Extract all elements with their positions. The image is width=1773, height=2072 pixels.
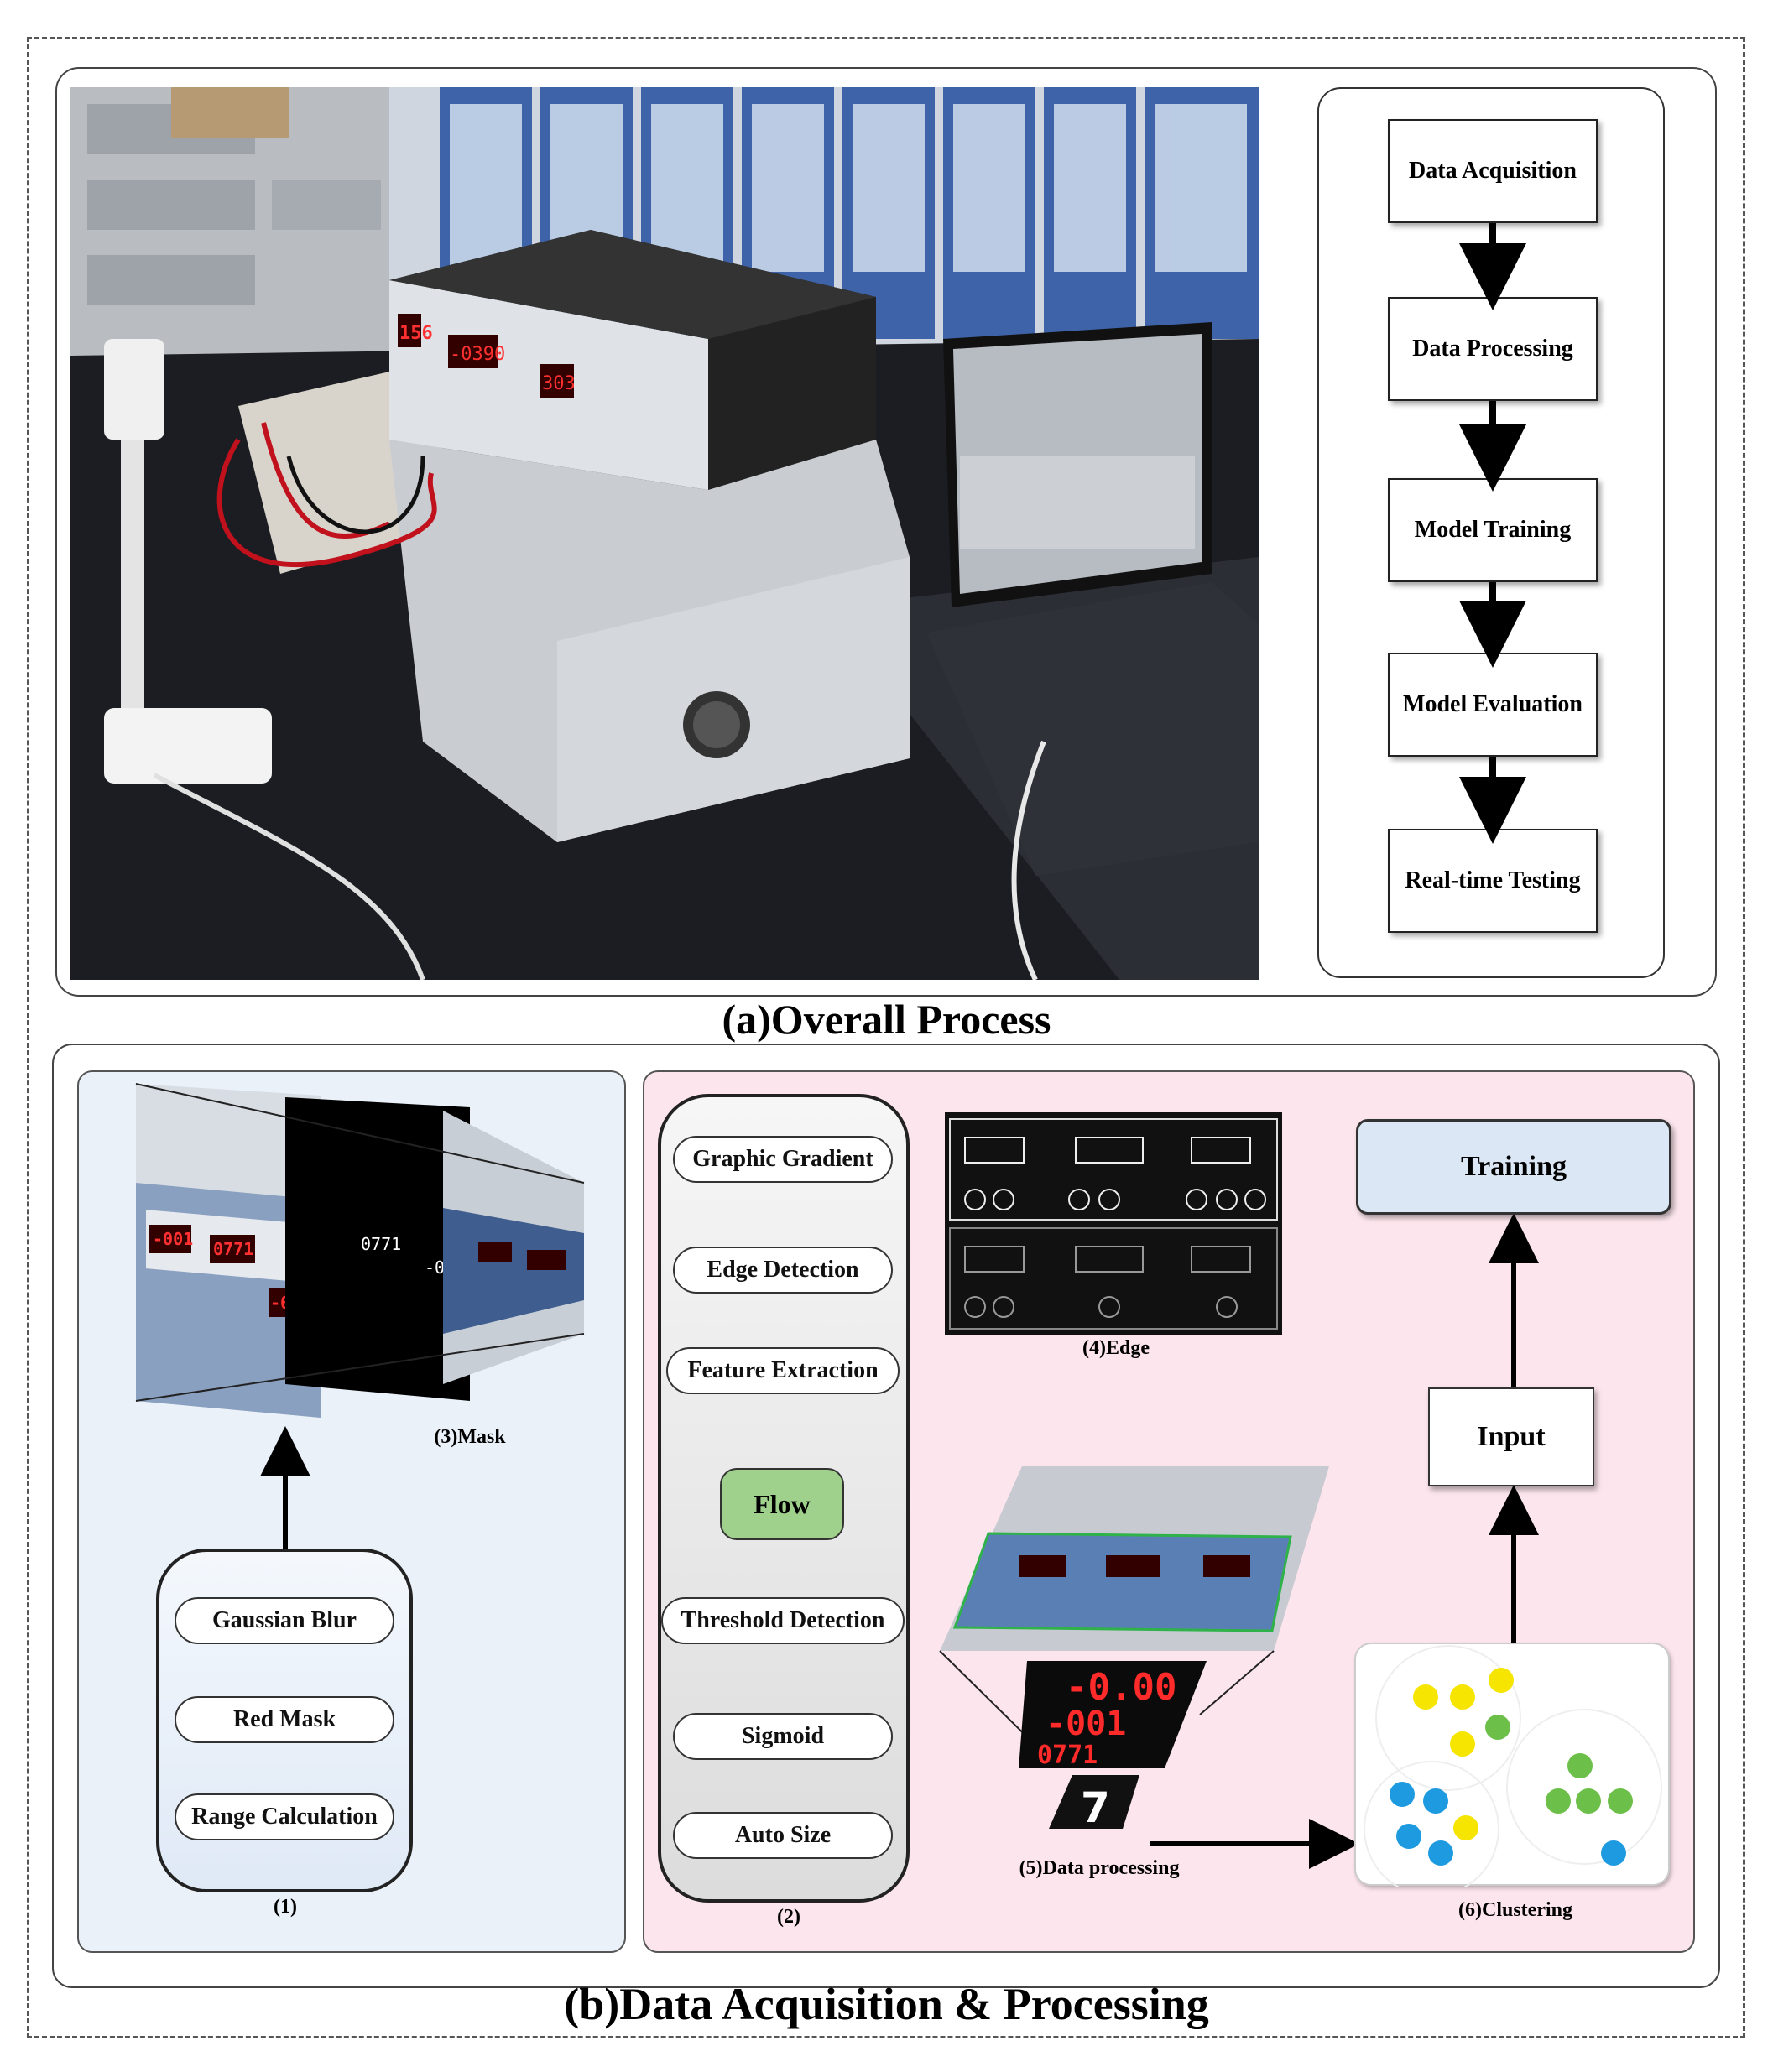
step-edge-detection: Edge Detection: [673, 1247, 893, 1294]
caption-data-acquisition: (b)Data Acquisition & Processing: [564, 1979, 1209, 2029]
cluster-point: [1489, 1668, 1514, 1693]
single-digit: 7: [1081, 1783, 1110, 1832]
step-sigmoid: Sigmoid: [673, 1713, 893, 1760]
cluster-point: [1485, 1715, 1510, 1740]
caption-clustering: (6)Clustering: [1458, 1899, 1572, 1921]
edge-image: [945, 1112, 1282, 1335]
step-model-evaluation: Model Evaluation: [1388, 653, 1598, 757]
caption-edge: (4)Edge: [1082, 1337, 1150, 1359]
step-threshold-detection: Threshold Detection: [661, 1597, 905, 1644]
svg-text:0771: 0771: [361, 1234, 401, 1254]
step-real-time-testing: Real-time Testing: [1388, 829, 1598, 933]
digit-row-3: 0771: [1037, 1741, 1098, 1770]
digit-row-2: -001: [1046, 1705, 1126, 1743]
cluster-point: [1450, 1731, 1475, 1757]
photo-reading-2: -0390: [450, 344, 505, 365]
cluster-point: [1453, 1815, 1478, 1840]
data-processing-illustration: -0.00 -001 0771 7: [939, 1466, 1329, 1832]
caption-mask: (3)Mask: [434, 1426, 506, 1448]
training-node: Training: [1356, 1119, 1671, 1215]
step-model-training: Model Training: [1388, 478, 1598, 582]
lab-setup-photo: 156 -0390 303: [70, 87, 1259, 980]
caption-data-processing: (5)Data processing: [1019, 1857, 1180, 1879]
cluster-point: [1546, 1788, 1571, 1814]
mask-stack-illustration: -001 0771 -000 0771 -000: [135, 1083, 585, 1418]
cluster-point: [1576, 1788, 1601, 1814]
cluster-point: [1390, 1782, 1415, 1807]
digit-row-1: -0.00: [1066, 1666, 1176, 1709]
cluster-point: [1423, 1788, 1448, 1814]
caption-part1: (1): [274, 1896, 297, 1918]
step-range-calculation: Range Calculation: [175, 1793, 394, 1840]
step-auto-size: Auto Size: [673, 1812, 893, 1859]
cluster-point: [1601, 1840, 1626, 1866]
clustering-plot: [1354, 1643, 1670, 1887]
mask-reading-2: 0771: [213, 1239, 253, 1259]
caption-part2: (2): [777, 1906, 800, 1928]
photo-reading-3: 303: [542, 373, 576, 394]
cluster-point: [1396, 1824, 1421, 1849]
flow-node: Flow: [720, 1468, 844, 1540]
step-data-acquisition: Data Acquisition: [1388, 119, 1598, 223]
step-gaussian-blur: Gaussian Blur: [175, 1597, 394, 1644]
caption-overall-process: (a)Overall Process: [722, 996, 1051, 1043]
step-feature-extraction: Feature Extraction: [666, 1347, 900, 1394]
outer-dashed-frame: [27, 37, 1745, 2038]
cluster-point: [1413, 1684, 1438, 1710]
step-graphic-gradient: Graphic Gradient: [673, 1136, 893, 1183]
mask-reading-1: -001: [153, 1229, 193, 1249]
cluster-point: [1608, 1788, 1633, 1814]
input-node: Input: [1428, 1387, 1594, 1486]
cluster-point: [1450, 1684, 1475, 1710]
photo-reading-1: 156: [399, 323, 433, 344]
cluster-point: [1567, 1753, 1593, 1778]
step-data-processing: Data Processing: [1388, 297, 1598, 401]
step-red-mask: Red Mask: [175, 1696, 394, 1743]
cluster-point: [1428, 1840, 1453, 1866]
